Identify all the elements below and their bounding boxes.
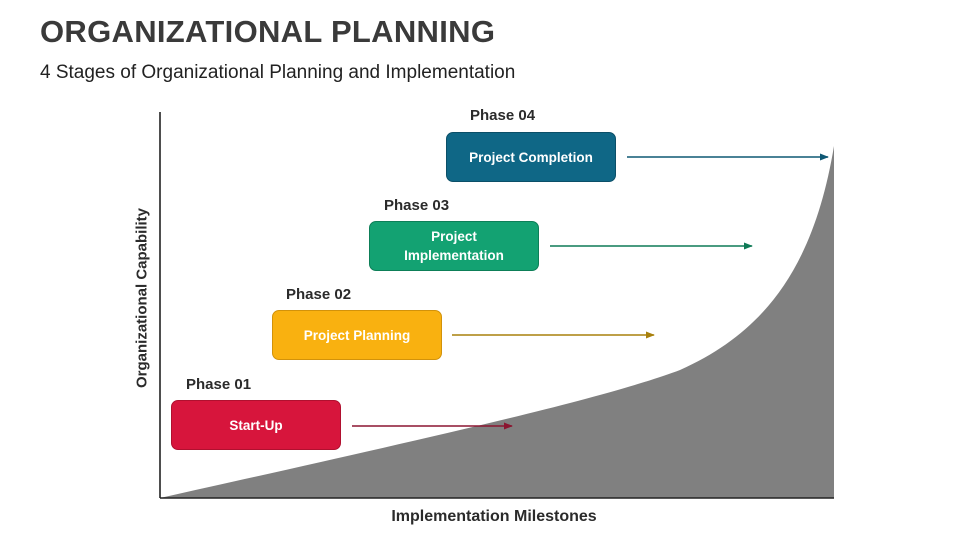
y-axis-label: Organizational Capability [133,207,151,389]
growth-curve [160,146,834,498]
slide-subtitle: 4 Stages of Organizational Planning and … [40,62,516,83]
phase-03-label: Phase 03 [384,197,450,214]
phase-02-name: Project Planning [303,327,411,343]
phase-04-name: Project Completion [469,149,593,165]
phase-01-box: Start-Up [171,400,341,450]
phase-02-label: Phase 02 [286,286,352,303]
phase-01-label: Phase 01 [186,376,252,393]
slide-title: ORGANIZATIONAL PLANNING [40,14,496,49]
x-axis-label: Implementation Milestones [391,508,597,525]
phase-04-box: Project Completion [446,132,616,182]
phase-02-box: Project Planning [272,310,442,360]
phase-01-name: Start-Up [229,417,283,433]
phase-04-label: Phase 04 [470,107,536,124]
phase-03-name: Project Implementation [404,229,504,263]
phase-03-box: Project Implementation [369,221,539,271]
